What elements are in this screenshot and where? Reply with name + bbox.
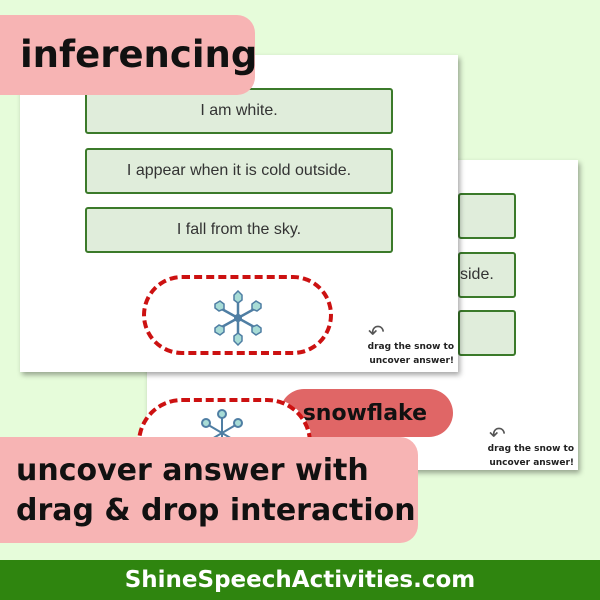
subtitle-line-2: drag & drop interaction (16, 493, 416, 528)
title-label: inferencing (0, 15, 257, 95)
snowflake-icon[interactable] (208, 290, 268, 346)
front-slide: I am white. I appear when it is cold out… (20, 55, 458, 372)
curved-arrow-icon: ↶ (489, 422, 506, 446)
clue-text: I appear when it is cold outside. (126, 162, 352, 179)
clue-box-1 (458, 193, 516, 239)
answer-pill: snowflake (280, 389, 453, 437)
subtitle-line-1: uncover answer with (16, 453, 369, 488)
footer-bar: ShineSpeechActivities.com (0, 560, 600, 600)
website-link[interactable]: ShineSpeechActivities.com (124, 567, 476, 593)
curved-arrow-icon: ↶ (368, 320, 385, 344)
clue-text: I fall from the sky. (176, 221, 302, 238)
clue-box-1: I am white. (85, 88, 393, 134)
clue-box-2: side. (458, 252, 516, 298)
clue-box-2: I appear when it is cold outside. (85, 148, 393, 194)
subtitle-label: uncover answer with drag & drop interact… (0, 437, 418, 543)
clue-text: I am white. (200, 102, 278, 119)
drop-zone[interactable] (142, 275, 333, 355)
clue-box-3 (458, 310, 516, 356)
clue-box-3: I fall from the sky. (85, 207, 393, 253)
clue-text: side. (460, 266, 494, 283)
